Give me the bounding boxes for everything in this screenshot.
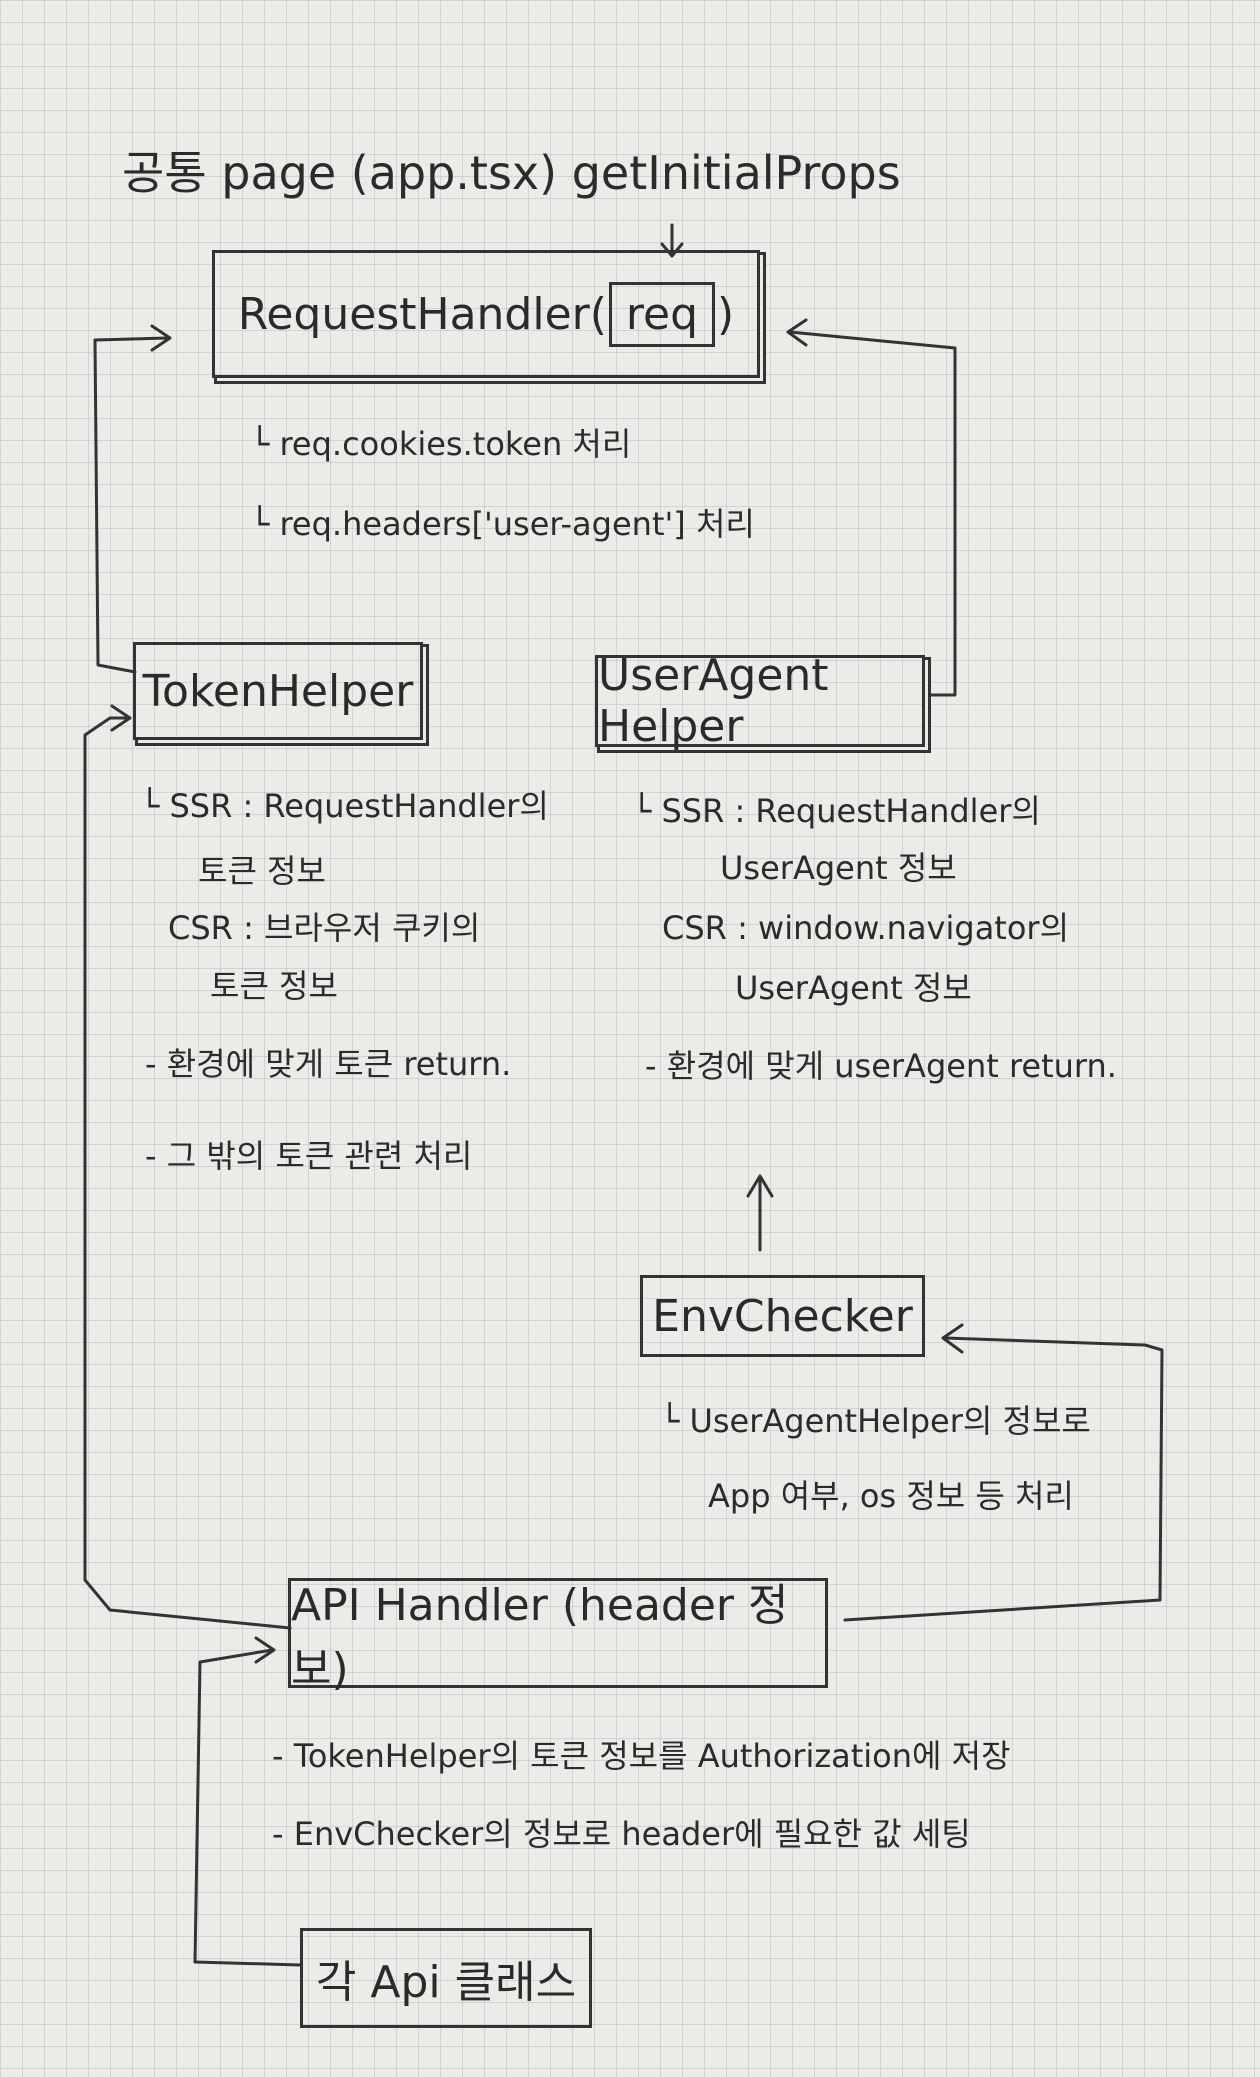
request-handler-label-prefix: RequestHandler(: [237, 288, 607, 340]
user-agent-helper-label: UserAgent Helper: [598, 650, 829, 752]
arrow-apiclasses-to-apihandler: [193, 1636, 302, 1967]
token-helper-label: TokenHelper: [142, 665, 414, 717]
token-helper-box: TokenHelper: [133, 642, 423, 740]
token-helper-note-3: CSR : 브라우저 쿠키의: [168, 909, 481, 947]
api-handler-note-1: - TokenHelper의 토큰 정보를 Authorization에 저장: [272, 1737, 1011, 1775]
user-agent-helper-note-4: UserAgent 정보: [735, 969, 972, 1007]
arrow-tokenhelper-to-requesthandler: [93, 324, 172, 674]
token-helper-note-2: 토큰 정보: [198, 852, 326, 890]
user-agent-helper-box: UserAgent Helper: [595, 650, 925, 752]
user-agent-helper-note-2: UserAgent 정보: [720, 849, 957, 887]
request-handler-note-1: └ req.cookies.token 처리: [250, 425, 632, 463]
user-agent-helper-note-5: - 환경에 맞게 userAgent return.: [645, 1047, 1117, 1085]
api-handler-label: API Handler (header 정보): [291, 1580, 789, 1695]
env-checker-note-2: App 여부, os 정보 등 처리: [708, 1477, 1074, 1515]
arrow-apihandler-to-tokenhelper: [83, 704, 292, 1630]
api-classes-box: 각 Api 클래스: [300, 1928, 592, 2028]
api-handler-box: API Handler (header 정보): [288, 1578, 828, 1695]
page-title: 공통 page (app.tsx) getInitialProps: [122, 146, 901, 200]
request-handler-box: RequestHandler( req ): [212, 250, 760, 378]
user-agent-helper-note-1: └ SSR : RequestHandler의: [632, 792, 1041, 830]
arrow-envchecker-to-useragenthelper: [746, 1174, 774, 1252]
arrow-useragenthelper-to-requesthandler: [786, 318, 957, 697]
request-handler-label-suffix: ): [717, 288, 735, 340]
token-helper-note-4: 토큰 정보: [210, 967, 338, 1005]
arrow-apihandler-to-envchecker: [843, 1323, 1164, 1622]
api-classes-label: 각 Api 클래스: [315, 1957, 577, 2008]
token-helper-note-5: - 환경에 맞게 토큰 return.: [145, 1045, 512, 1083]
token-helper-note-1: └ SSR : RequestHandler의: [140, 787, 549, 825]
api-handler-note-2: - EnvChecker의 정보로 header에 필요한 값 세팅: [272, 1815, 971, 1853]
env-checker-label: EnvChecker: [652, 1290, 913, 1342]
request-handler-req-param: req: [608, 281, 716, 347]
env-checker-note-1: └ UserAgentHelper의 정보로: [660, 1402, 1091, 1440]
request-handler-note-2: └ req.headers['user-agent'] 처리: [250, 505, 755, 543]
user-agent-helper-note-3: CSR : window.navigator의: [662, 909, 1070, 947]
env-checker-box: EnvChecker: [640, 1275, 925, 1357]
token-helper-note-6: - 그 밖의 토큰 관련 처리: [145, 1137, 473, 1175]
